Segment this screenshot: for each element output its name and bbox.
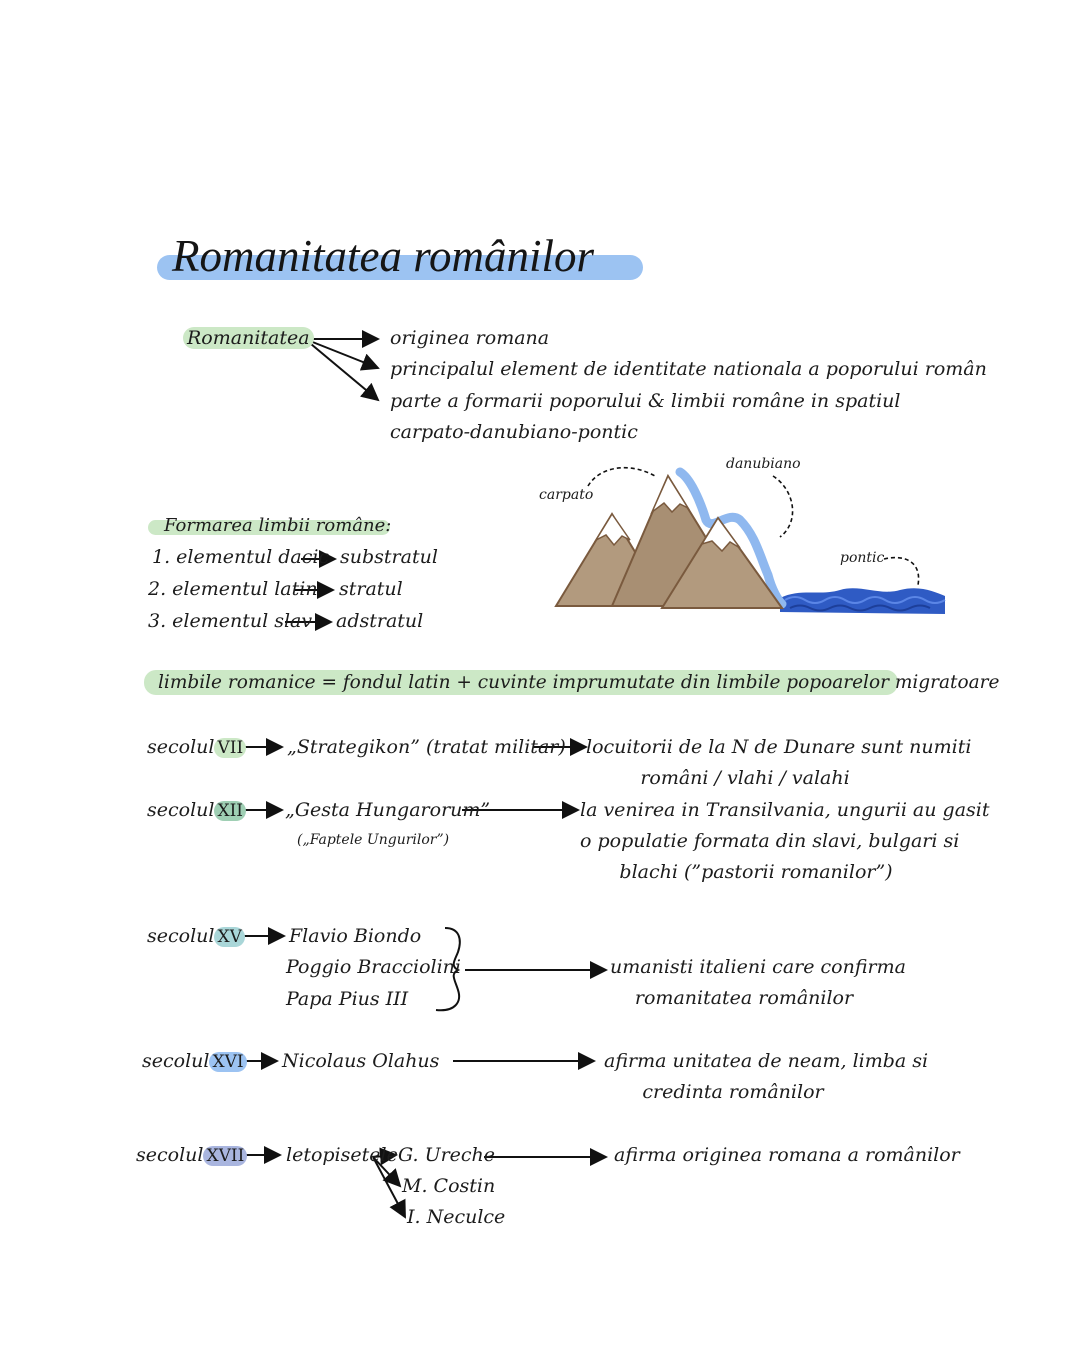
romanitatea-item: principalul element de identitate nation… (390, 358, 987, 380)
formarea-left: 1. elementul dacic (152, 546, 330, 568)
chronicler-name: M. Costin (402, 1175, 496, 1197)
century-prefix: secolul (147, 925, 215, 947)
century-prefix: secolul (142, 1050, 210, 1072)
result-line: afirma originea romana a românilor (614, 1144, 960, 1166)
result-line: o populatie formata din slavi, bulgari s… (580, 830, 960, 852)
chronicler-name: I. Neculce (407, 1206, 506, 1228)
century-prefix: secolul (147, 799, 215, 821)
century-prefix: secolul (136, 1144, 204, 1166)
humanist-name: Poggio Bracciolini (286, 956, 461, 978)
humanist-name: Flavio Biondo (289, 925, 422, 947)
source-gesta: „Gesta Hungarorum” (285, 799, 491, 821)
romanitatea-item: parte a formarii poporului & limbii româ… (390, 390, 901, 412)
result-line: romanitatea românilor (634, 987, 854, 1009)
romanitatea-item: originea romana (390, 327, 550, 349)
century-numeral: XV (214, 927, 245, 947)
century-prefix: secolul (147, 736, 215, 758)
formarea-arrows (285, 550, 337, 631)
century-numeral: XVII (203, 1146, 248, 1166)
formarea-right: substratul (340, 546, 438, 568)
brace (435, 927, 461, 1012)
formarea-left: 2. elementul latin (148, 578, 318, 600)
formarea-left: 3. elementul slav (148, 610, 313, 632)
century-numeral: VII (214, 738, 247, 758)
result-line: la venirea in Transilvania, ungurii au g… (580, 799, 990, 821)
romanitatea-item: carpato-danubiano-pontic (390, 421, 638, 443)
result-line: locuitorii de la N de Dunare sunt numiti (586, 736, 972, 758)
humanist-name: Papa Pius III (286, 988, 409, 1010)
result-line: blachi (”pastorii romanilor”) (619, 861, 893, 883)
romanitatea-label: Romanitatea (183, 327, 314, 349)
formarea-right: stratul (339, 578, 403, 600)
source-gesta-sub: („Faptele Ungurilor”) (297, 832, 450, 848)
mountains-drawing (554, 466, 946, 614)
result-line: afirma unitatea de neam, limba si (604, 1050, 929, 1072)
source-olahus: Nicolaus Olahus (282, 1050, 440, 1072)
label-pontic: pontic (840, 550, 885, 566)
page-title: Romanitatea românilor (172, 231, 595, 281)
title-highlight (157, 255, 643, 280)
source-strategikon: „Strategikon” (tratat militar) (287, 736, 566, 758)
century-arrows (232, 738, 608, 1219)
label-carpato: carpato (539, 487, 594, 503)
result-line: români / vlahi / valahi (640, 767, 850, 789)
source-letopisete: letopisetele (286, 1144, 398, 1166)
chronicler-name: G. Ureche (398, 1144, 496, 1166)
label-danubiano: danubiano (726, 456, 801, 472)
limbile-romanice: limbile romanice = fondul latin + cuvint… (158, 672, 1000, 693)
romanitatea-arrows (304, 330, 380, 402)
formarea-highlight (148, 517, 390, 535)
result-line: umanisti italieni care confirma (610, 956, 906, 978)
formarea-heading: Formarea limbii române: (164, 515, 392, 536)
result-line: credinta românilor (642, 1081, 824, 1103)
century-numeral: XII (214, 801, 247, 821)
formarea-right: adstratul (336, 610, 424, 632)
century-numeral: XVI (209, 1052, 247, 1072)
limbile-highlight (144, 670, 898, 695)
